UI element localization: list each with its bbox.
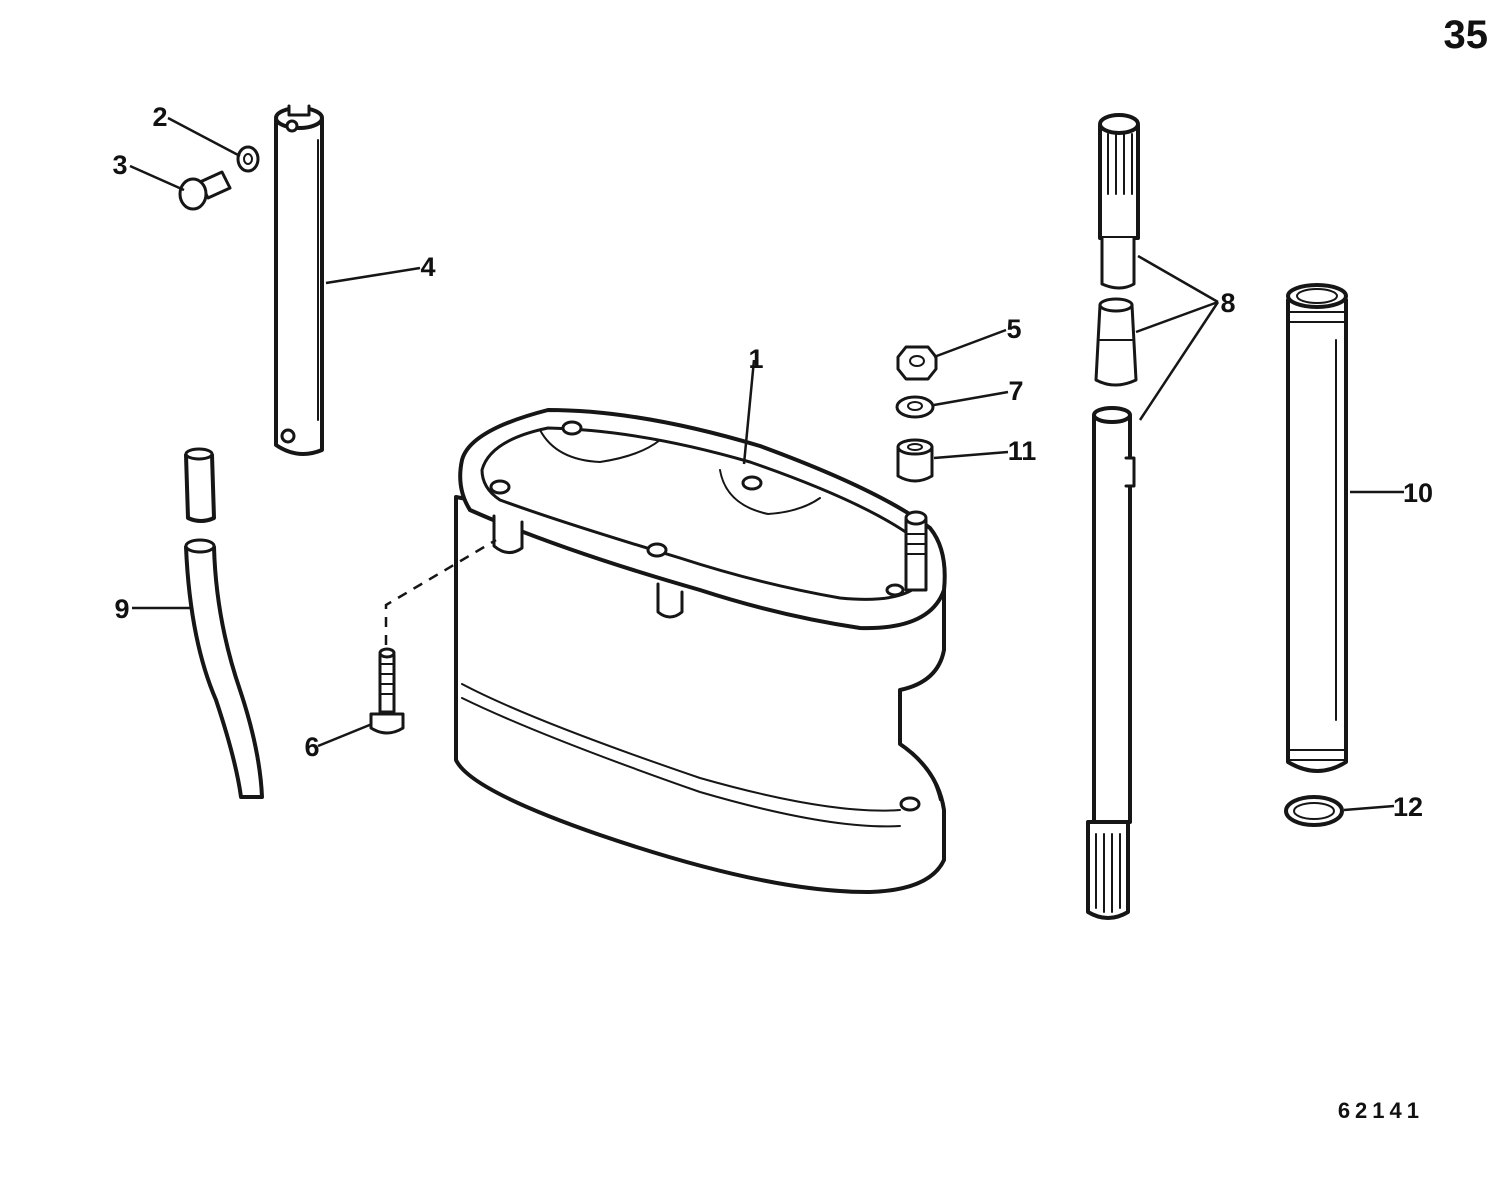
leader-2 [167,116,241,158]
callout-5: 5 [1006,314,1021,344]
part-6-screw [369,647,405,735]
callout-10: 10 [1403,478,1433,508]
leader-4 [325,266,421,285]
leader-12 [1343,804,1395,812]
callout-labels: 1 2 3 4 5 6 7 8 9 10 11 12 [112,102,1433,822]
callout-12: 12 [1393,792,1423,822]
callout-9: 9 [114,594,129,624]
leader-11 [933,450,1009,460]
page-number: 35 [1444,13,1489,57]
part-2-washer [236,145,260,173]
assembly-line [384,538,497,645]
part-10-water-tube [1286,283,1348,773]
part-11-spacer [896,438,934,483]
callout-2: 2 [152,102,167,132]
leader-1 [742,359,756,465]
part-3-bolt [178,170,232,211]
leader-lines [129,116,1404,812]
part-8-driveshaft [1086,113,1140,920]
callout-8: 8 [1220,288,1235,318]
leader-5 [933,328,1007,359]
callout-7: 7 [1008,376,1023,406]
callout-4: 4 [420,252,435,282]
part-12-o-ring [1284,795,1344,827]
part-4-tube [274,104,324,456]
leader-3 [129,164,185,192]
part-5-nut [896,345,938,381]
part-7-lockwasher [895,395,935,419]
leader-6 [317,722,373,748]
leader-8 [1135,254,1220,421]
callout-6: 6 [304,732,319,762]
figure-code: 62141 [1338,1098,1424,1123]
part-1-housing [454,408,947,895]
callout-11: 11 [1008,436,1037,466]
callout-3: 3 [112,150,127,180]
callout-1: 1 [748,344,763,374]
part-9-hose [184,447,264,799]
leader-7 [933,390,1009,407]
